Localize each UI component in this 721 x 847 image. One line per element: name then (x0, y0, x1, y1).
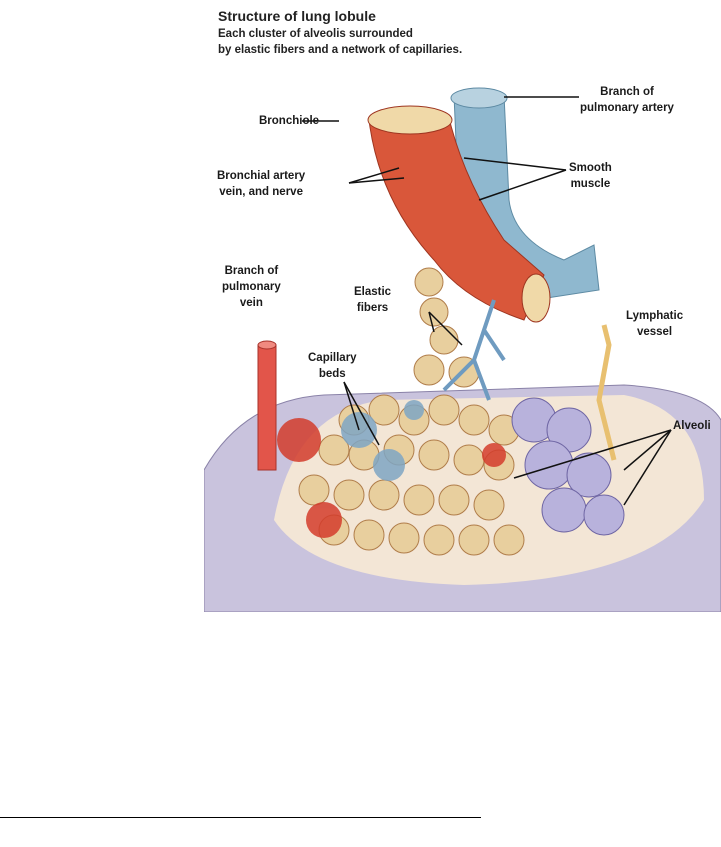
label-line: Capillary (308, 352, 357, 364)
label-line: Lymphatic (626, 310, 684, 322)
label-elastic-fibers: Elastic fibers (354, 284, 391, 316)
figure-subtitle-line2: by elastic fibers and a network of capil… (218, 44, 463, 56)
label-line: pulmonary (222, 281, 281, 293)
label-pulmonary-vein: Branch of pulmonary vein (222, 263, 281, 311)
label-capillary-beds: Capillary beds (308, 350, 357, 382)
label-line: pulmonary artery (580, 102, 674, 114)
label-bronchial-artery: Bronchial artery vein, and nerve (217, 168, 305, 200)
label-pulmonary-artery: Branch of pulmonary artery (580, 84, 674, 116)
label-line: Bronchial artery (217, 170, 306, 182)
label-line: Branch of (224, 265, 279, 277)
lung-lobule-figure: Structure of lung lobule Each cluster of… (204, 0, 721, 612)
figure-subtitle-line1: Each cluster of alveolis surrounded (218, 28, 413, 40)
label-line: vein (239, 297, 263, 309)
label-line: Branch of (600, 86, 654, 98)
label-alveoli: Alveoli (673, 420, 711, 432)
label-bronchiole: Bronchiole (259, 115, 320, 127)
footnote-separator (0, 817, 481, 818)
label-smooth-muscle: Smooth muscle (569, 160, 612, 192)
figure-title: Structure of lung lobule (218, 8, 376, 24)
label-lymphatic-vessel: Lymphatic vessel (626, 308, 683, 340)
label-line: beds (318, 368, 346, 380)
label-line: fibers (356, 302, 389, 314)
label-line: vessel (636, 326, 673, 338)
label-line: muscle (570, 178, 611, 190)
label-line: vein, and nerve (219, 186, 303, 198)
lung-lobule-illustration (204, 87, 721, 612)
label-line: Smooth (569, 162, 612, 174)
label-line: Elastic (354, 286, 392, 298)
